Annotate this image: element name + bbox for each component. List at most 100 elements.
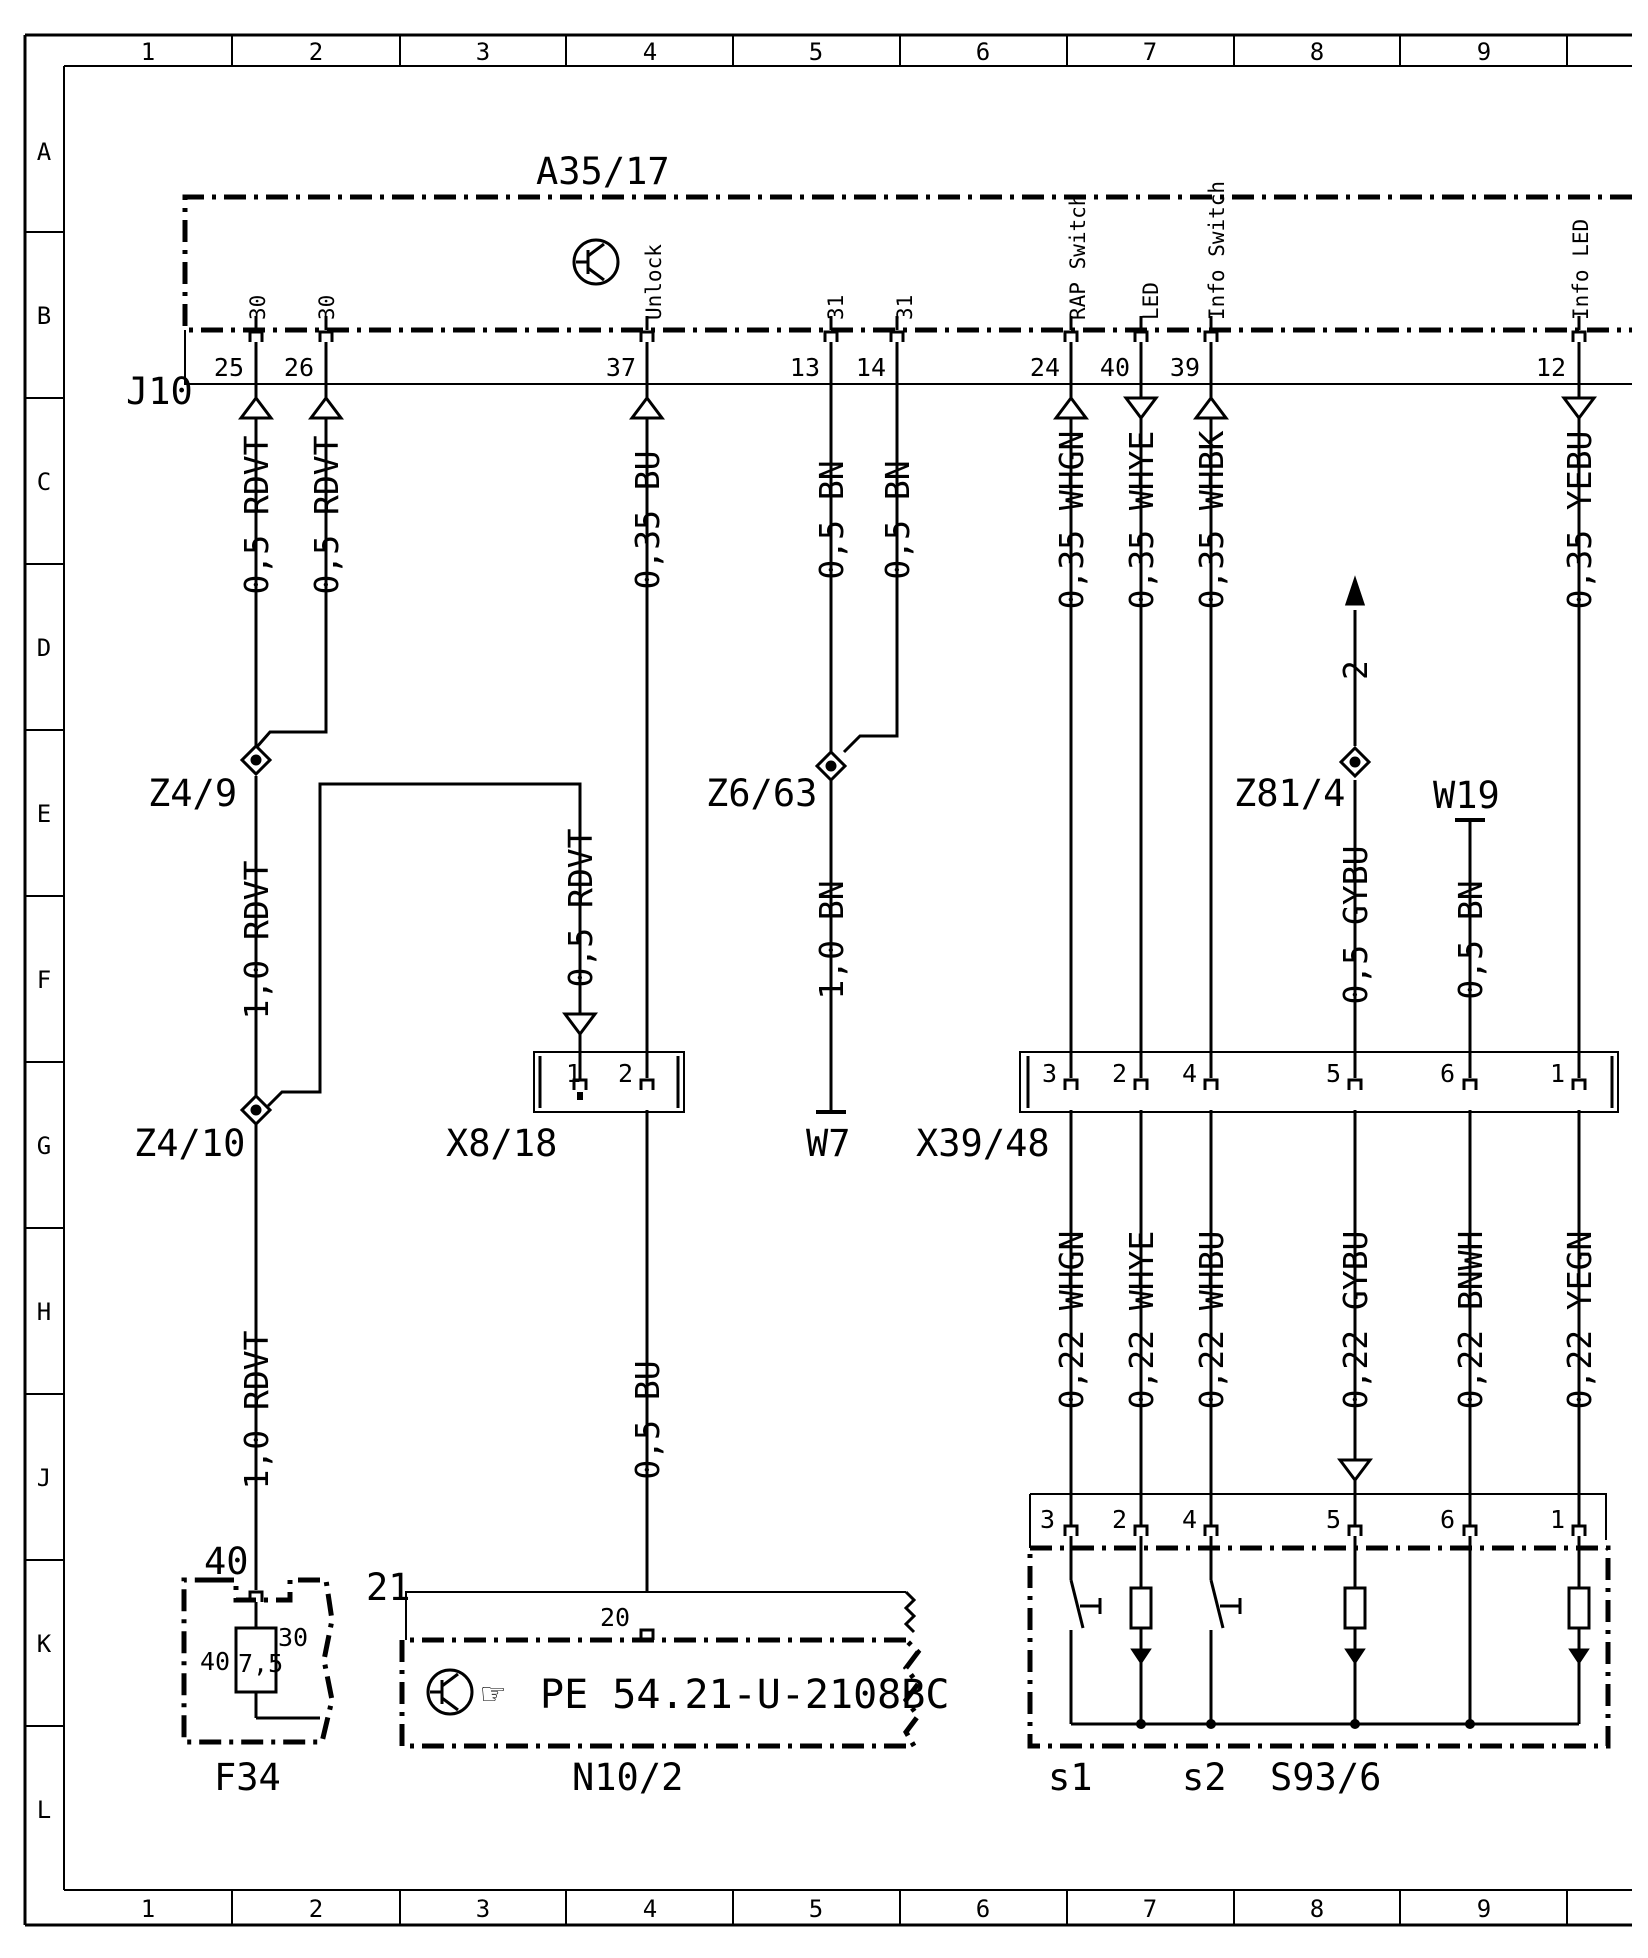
col-label-9: 9 xyxy=(1477,38,1491,66)
wire-label-12: 0,35 YEBU xyxy=(1560,431,1599,610)
pin-number-37: 37 xyxy=(606,353,636,382)
wire-label-gybu: 0,5 GYBU xyxy=(1336,846,1375,1005)
x8-18-label: X8/18 xyxy=(446,1122,557,1165)
arrow-down-icon xyxy=(1123,396,1159,421)
x39-48-pin-2: 2 xyxy=(1112,1059,1127,1088)
s93-6-pin-5: 5 xyxy=(1326,1505,1341,1534)
splice-z6-63-label: Z6/63 xyxy=(706,772,817,815)
pin-function-26: 30 xyxy=(315,295,339,320)
led-icon xyxy=(1568,1648,1590,1665)
pin-number-39: 39 xyxy=(1170,353,1200,382)
arrow-up-filled-icon xyxy=(1344,575,1366,606)
x39-48-pin-3: 3 xyxy=(1042,1059,1057,1088)
n10-2-pin: 20 xyxy=(600,1603,630,1632)
row-label-a: A xyxy=(37,138,52,166)
s93-6-pin-6: 6 xyxy=(1440,1505,1455,1534)
row-label-e: E xyxy=(37,800,51,828)
col-label-bottom-9: 9 xyxy=(1477,1895,1491,1923)
switch-contact-icon xyxy=(1069,1579,1085,1629)
wire-label-13: 0,5 BN xyxy=(812,460,851,579)
wire-label-s93-2: 0,22 WHYE xyxy=(1122,1231,1161,1410)
wire-label-24: 0,35 WHGN xyxy=(1052,431,1091,610)
x39-48-pin-6: 6 xyxy=(1440,1059,1455,1088)
pin-number-labels: 25 26 37 13 14 24 40 39 12 xyxy=(214,353,1566,382)
pin-function-13: 31 xyxy=(824,295,848,320)
connector-j10-label: J10 xyxy=(126,370,193,413)
wire-label-s93-1: 0,22 YEGN xyxy=(1560,1231,1599,1410)
pin-number-40: 40 xyxy=(1100,353,1130,382)
fuse-pin-right: 30 xyxy=(278,1623,308,1652)
x8-18-pin-2: 2 xyxy=(618,1059,633,1088)
pin-number-25: 25 xyxy=(214,353,244,382)
col-label-bottom-2: 2 xyxy=(309,1895,323,1923)
j10-pin-terminals xyxy=(248,316,1587,384)
fuse-rating: 7,5 xyxy=(238,1649,283,1678)
n10-2-reference: PE 54.21-U-2108BC xyxy=(540,1672,949,1718)
splice-z81-4-label: Z81/4 xyxy=(1234,772,1345,815)
pin-function-25: 30 xyxy=(246,295,270,320)
wire-label-s93-6: 0,22 BNWH xyxy=(1451,1231,1490,1410)
pin-function-39: Info Switch xyxy=(1205,181,1229,320)
x39-48-pin-4: 4 xyxy=(1182,1059,1197,1088)
row-label-f: F xyxy=(37,966,51,994)
col-label-bottom-8: 8 xyxy=(1310,1895,1324,1923)
x39-48-pin-5: 5 xyxy=(1326,1059,1341,1088)
n10-2-terminal: 21 xyxy=(366,1566,411,1609)
module-n10-2: 21 20 ☞ PE 54.21-U-2108BC N10/2 xyxy=(366,1566,949,1799)
arrow-down-icon xyxy=(1337,1458,1373,1483)
splice-points xyxy=(239,743,1372,1127)
switch-s2-label: s2 xyxy=(1182,1756,1227,1799)
column-grid xyxy=(231,35,1568,1925)
wire-label-rdvt-x8: 0,5 RDVT xyxy=(561,828,600,987)
col-label-4: 4 xyxy=(643,38,657,66)
wire-label-ref-2: 2 xyxy=(1336,660,1375,680)
fuse-f34: 7,5 40 40 30 F34 xyxy=(181,1540,335,1799)
pin-number-12: 12 xyxy=(1536,353,1566,382)
pin-number-24: 24 xyxy=(1030,353,1060,382)
connector-x39-48: 3 2 4 5 6 1 X39/48 xyxy=(916,1051,1619,1165)
fuse-pin-left: 40 xyxy=(200,1647,230,1676)
col-label-bottom-6: 6 xyxy=(976,1895,990,1923)
resistor-icon xyxy=(1129,1586,1153,1630)
wire-label-bu-n10: 0,5 BU xyxy=(628,1360,667,1479)
wire-label-14: 0,5 BN xyxy=(878,460,917,579)
pin-function-14: 31 xyxy=(893,295,917,320)
pin-number-14: 14 xyxy=(856,353,886,382)
arrow-down-icon xyxy=(562,1012,598,1037)
row-label-b: B xyxy=(37,302,51,330)
row-label-k: K xyxy=(37,1630,52,1658)
wire-label-rdvt-lower: 1,0 RDVT xyxy=(237,1330,276,1489)
ground-w19-label: W19 xyxy=(1433,774,1500,817)
pin-function-40: LED xyxy=(1139,282,1163,320)
drawing-frame xyxy=(23,33,1632,1927)
wire-labels-upper: 0,5 RDVT 0,5 RDVT 0,35 BU 0,5 BN 0,5 BN … xyxy=(237,430,1599,1489)
pin-function-37: Unlock xyxy=(642,244,666,320)
module-name: A35/17 xyxy=(536,150,670,193)
row-label-j: J xyxy=(37,1464,51,1492)
row-label-h: H xyxy=(37,1298,51,1326)
ground-w7-label: W7 xyxy=(806,1122,851,1165)
s93-6-pin-2: 2 xyxy=(1112,1505,1127,1534)
connector-x8-18: 1 2 X8/18 xyxy=(446,1034,685,1165)
pointing-hand-icon: ☞ xyxy=(482,1672,504,1715)
s93-6-pin-4: 4 xyxy=(1182,1505,1197,1534)
row-grid xyxy=(25,231,64,1727)
row-label-g: G xyxy=(37,1132,51,1160)
wire-label-s93-5: 0,22 GYBU xyxy=(1336,1231,1375,1410)
signal-arrows xyxy=(238,395,1597,1483)
pin-number-13: 13 xyxy=(790,353,820,382)
wire-label-s93-3: 0,22 WHGN xyxy=(1052,1231,1091,1410)
wire-label-25: 0,5 RDVT xyxy=(237,435,276,594)
s93-6-label: S93/6 xyxy=(1270,1756,1381,1799)
col-label-bottom-1: 1 xyxy=(141,1895,155,1923)
arrow-up-icon xyxy=(308,395,344,420)
wire-label-26: 0,5 RDVT xyxy=(307,435,346,594)
arrow-up-icon xyxy=(629,395,665,420)
arrow-up-icon xyxy=(238,395,274,420)
wire-label-40: 0,35 WHYE xyxy=(1122,431,1161,610)
col-label-bottom-5: 5 xyxy=(809,1895,823,1923)
n10-2-label: N10/2 xyxy=(572,1756,683,1799)
col-label-bottom-4: 4 xyxy=(643,1895,657,1923)
col-label-7: 7 xyxy=(1143,38,1157,66)
